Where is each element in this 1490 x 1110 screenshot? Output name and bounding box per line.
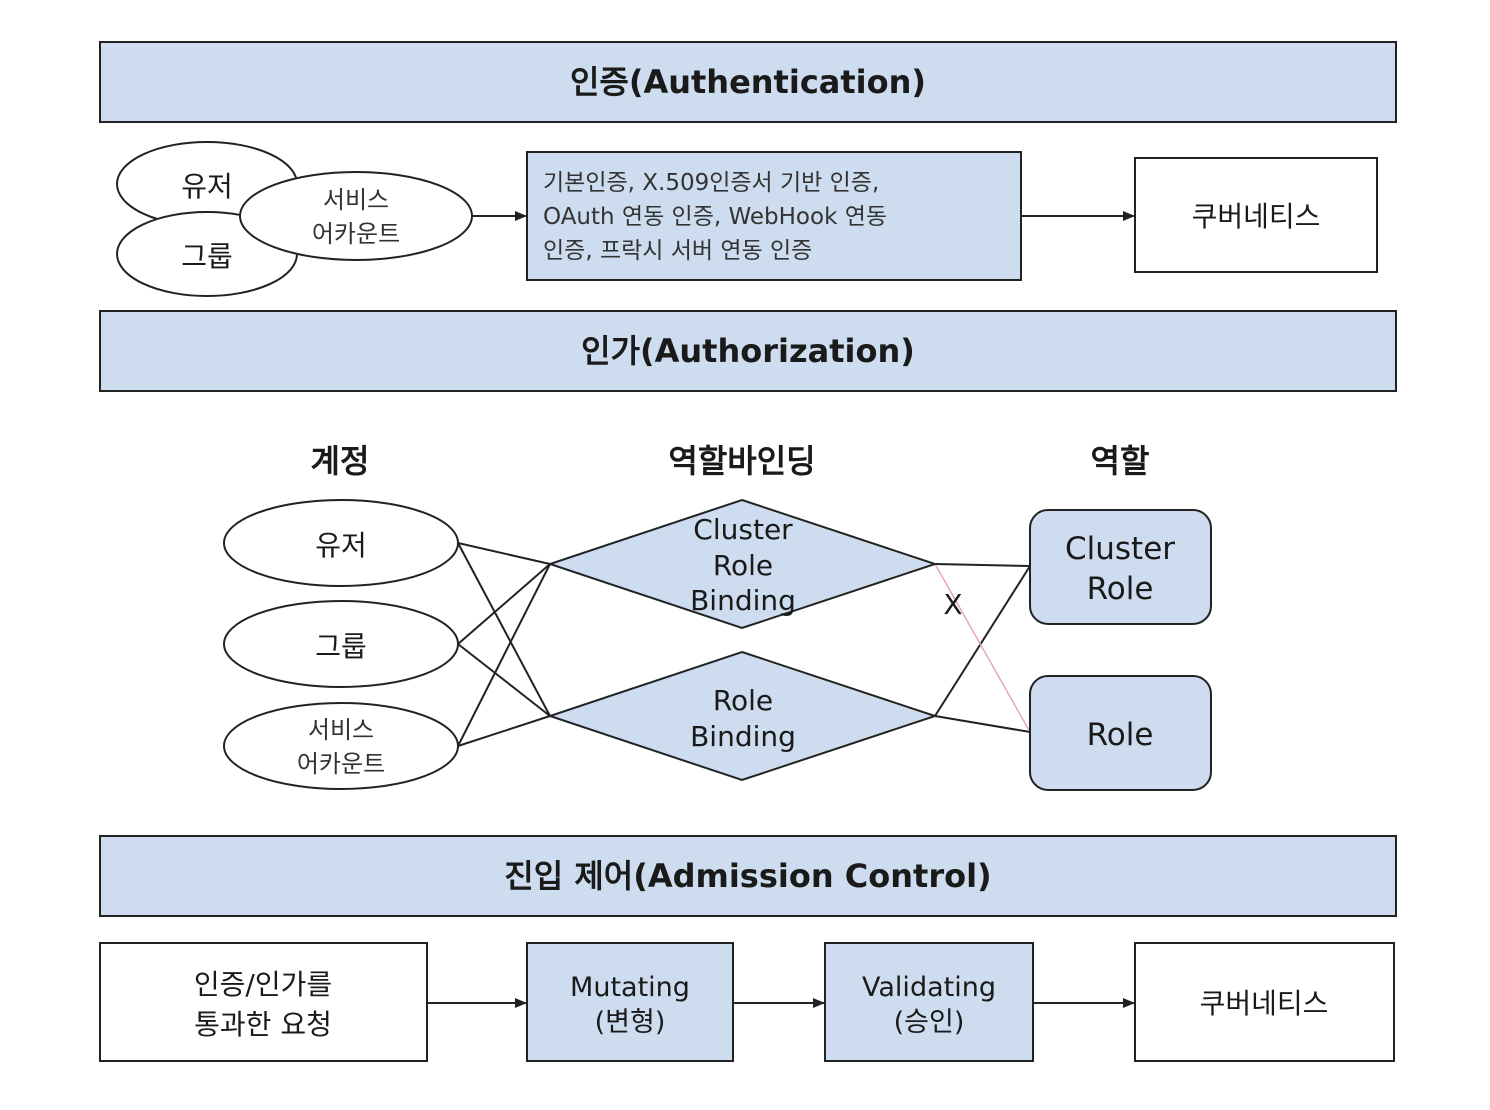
link-user-to-role-binding	[457, 542, 551, 717]
role-binding-diamond	[546, 650, 939, 782]
role-binding-column-header: 역할바인딩	[668, 442, 815, 480]
auth-methods-line1: 기본인증, X.509인증서 기반 인증,	[543, 170, 879, 196]
admission-kubernetes-label: 쿠버네티스	[1200, 987, 1329, 1020]
mutating-box	[526, 942, 734, 1062]
admission-request-label-line2: 통과한 요청	[194, 1008, 332, 1041]
link-group-to-cluster-role-binding	[457, 563, 551, 645]
accounts-column-header: 계정	[311, 442, 370, 480]
admission-banner	[99, 835, 1397, 917]
admission-request-box	[99, 942, 428, 1062]
role-box	[1029, 675, 1212, 791]
role-label: Role	[1087, 717, 1154, 753]
link-group-to-role-binding	[457, 643, 551, 717]
admission-banner-title: 진입 제어(Admission Control)	[504, 857, 991, 895]
auth-methods-line3: 인증, 프락시 서버 연동 인증	[543, 238, 812, 264]
authz-service-account-ellipse	[223, 702, 459, 790]
cluster-role-binding-label-line2: Role	[713, 549, 773, 582]
validating-label-line2: (승인)	[894, 1007, 965, 1038]
authz-user-ellipse	[223, 499, 459, 587]
link-user-to-cluster-role-binding	[457, 542, 551, 565]
authentication-banner	[99, 41, 1397, 123]
authorization-section: 인가(Authorization) 계정 역할바인딩 역할 X 유저 그룹 서비…	[99, 310, 1397, 791]
authz-user-label: 유저	[315, 529, 367, 562]
auth-methods-line2: OAuth 연동 인증, WebHook 연동	[543, 204, 887, 230]
authz-group-ellipse	[223, 600, 459, 688]
link-role-binding-to-role	[934, 715, 1031, 733]
auth-service-account-label-line2: 어카운트	[312, 220, 400, 248]
blocked-link-mark: X	[943, 588, 962, 621]
validating-box	[824, 942, 1034, 1062]
auth-group-label: 그룹	[181, 240, 233, 273]
authz-service-account-label-line1: 서비스	[308, 716, 374, 744]
link-role-binding-to-cluster-role	[934, 565, 1031, 717]
cluster-role-binding-diamond	[546, 498, 939, 630]
admission-request-label-line1: 인증/인가를	[194, 968, 332, 1001]
authentication-banner-title: 인증(Authentication)	[570, 63, 926, 101]
role-column-header: 역할	[1091, 442, 1150, 480]
link-service-account-to-cluster-role-binding	[457, 563, 551, 747]
auth-kubernetes-label: 쿠버네티스	[1192, 200, 1321, 233]
auth-user-label: 유저	[181, 170, 233, 203]
blocked-link-cluster-role-binding-to-role	[934, 563, 1031, 733]
authentication-section: 인증(Authentication) 유저 그룹 서비스 어카운트 기본인증, …	[99, 41, 1397, 297]
cluster-role-binding-label-line1: Cluster	[693, 513, 793, 546]
authorization-banner	[99, 310, 1397, 392]
cluster-role-label-line2: Role	[1087, 571, 1154, 607]
authorization-banner-title: 인가(Authorization)	[581, 332, 915, 370]
validating-label-line1: Validating	[862, 972, 996, 1003]
auth-service-account-label-line1: 서비스	[323, 186, 389, 214]
mutating-label-line2: (변형)	[595, 1007, 666, 1038]
cluster-role-label-line1: Cluster	[1065, 531, 1175, 567]
role-binding-label-line1: Role	[713, 684, 773, 717]
admission-kubernetes-box	[1134, 942, 1395, 1062]
link-cluster-role-binding-to-cluster-role	[934, 563, 1031, 567]
authz-group-label: 그룹	[315, 630, 367, 663]
cluster-role-box	[1029, 509, 1212, 625]
auth-kubernetes-box	[1134, 157, 1378, 273]
cluster-role-binding-label-line3: Binding	[690, 584, 796, 617]
link-service-account-to-role-binding	[457, 715, 551, 747]
authz-service-account-label-line2: 어카운트	[297, 750, 385, 778]
auth-methods-box	[526, 151, 1022, 281]
role-binding-label-line2: Binding	[690, 720, 796, 753]
admission-section: 진입 제어(Admission Control) 인증/인가를 통과한 요청 M…	[99, 835, 1397, 1062]
mutating-label-line1: Mutating	[570, 972, 690, 1003]
